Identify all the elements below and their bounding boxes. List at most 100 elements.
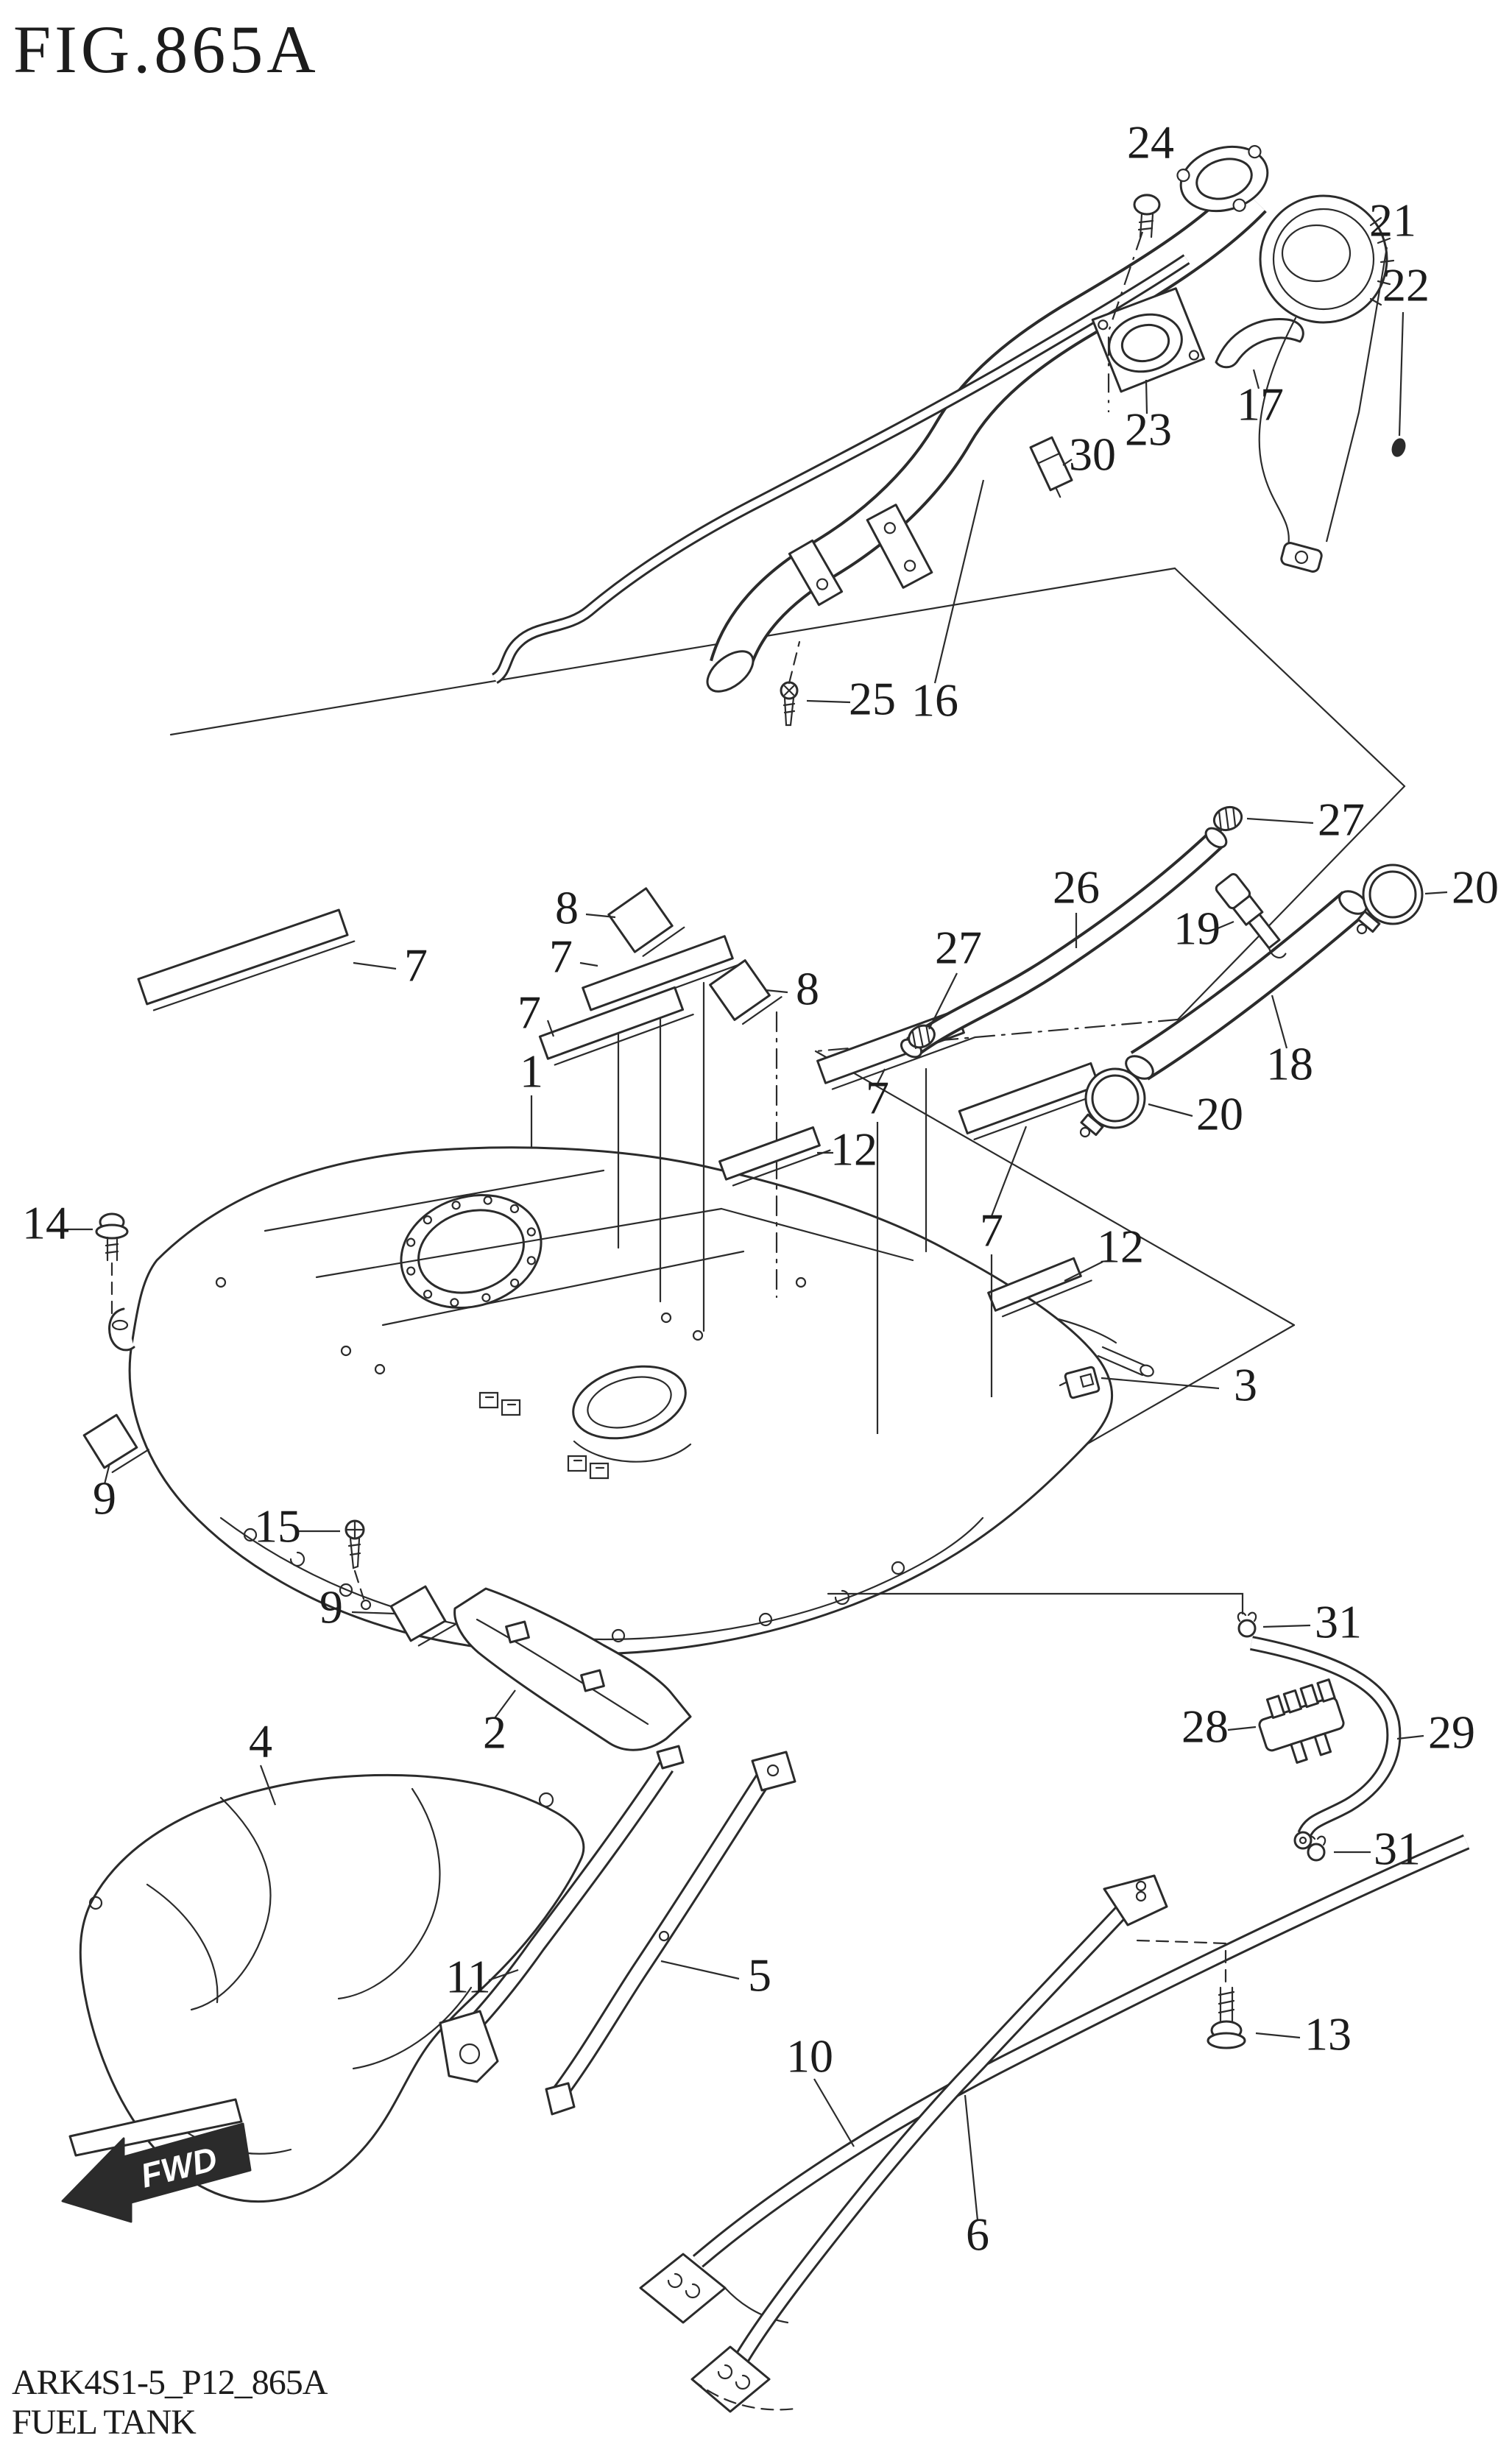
screw-15 [345,1519,372,1611]
leader-line-22-2 [1398,311,1405,437]
filler-neck-flange [1176,145,1269,213]
clip-31-upper [1237,1611,1257,1638]
part-label-19: 19 [1173,903,1220,955]
part-label-7: 7 [404,939,428,992]
leader-line-13-39 [1255,2032,1301,2039]
part-label-29: 29 [1428,1706,1475,1759]
fuel-cap-group [1258,194,1406,573]
part-label-16: 16 [911,674,958,727]
leader-line-23-4 [1145,379,1148,414]
part-label-7: 7 [549,930,573,983]
hose-29-end [1293,1831,1313,1850]
straps-group [439,1745,1470,2413]
fasteners [95,194,1161,1611]
leader-line-7-23 [990,1126,1028,1217]
part-label-4: 4 [249,1715,272,1767]
part-label-22: 22 [1382,259,1430,311]
part-label-12: 12 [1097,1221,1144,1273]
leader-line-20-9 [1424,891,1448,895]
leader-line-9-27 [103,1463,111,1485]
leader-line-18-18 [1271,995,1288,1049]
part-label-27: 27 [1318,794,1365,846]
valve-19 [1215,873,1287,959]
part-label-6: 6 [966,2208,989,2261]
leader-line-24-0 [1107,231,1144,412]
leader-line-8-10 [585,913,616,919]
leader-line-7-17 [546,1020,555,1037]
clip-3 [1059,1366,1101,1399]
part-label-14: 14 [22,1197,69,1249]
pump-ring-opening [400,1194,543,1309]
leader-line-3-26 [1101,1377,1220,1390]
part-label-9: 9 [93,1472,116,1525]
leader-line-16-7 [933,479,985,684]
ring-retainer-23 [1091,287,1206,393]
part-label-15: 15 [254,1500,301,1553]
part-label-24: 24 [1127,116,1174,169]
part-label-28: 28 [1181,1700,1229,1753]
clamp-27-lower [908,1024,936,1049]
part-label-20: 20 [1452,861,1499,914]
part-label-5: 5 [748,1949,771,2002]
ring-clamp-20-left [1079,1067,1146,1138]
bolt-14 [95,1212,129,1316]
leader-line-12-24 [1064,1261,1103,1282]
cap-tether [1258,317,1297,548]
part-label-8: 8 [796,963,819,1015]
leader-line-7-19 [877,1068,886,1084]
ring-clamp-20-right [1356,863,1424,935]
part-label-1: 1 [520,1045,543,1098]
part-label-7: 7 [980,1204,1003,1257]
leader-line-4-34 [259,1765,277,1806]
part-label-3: 3 [1234,1359,1257,1411]
part-label-11: 11 [445,1951,491,2003]
part-label-7: 7 [517,986,541,1039]
hoses-group [900,805,1424,1862]
part-label-27: 27 [935,922,982,974]
leader-line-31-30 [1262,1624,1311,1628]
part-label-20: 20 [1196,1088,1243,1140]
part-label-8: 8 [555,882,579,934]
part-label-30: 30 [1069,428,1116,481]
leader-line-10-38 [813,2078,855,2147]
leader-line-5-37 [660,1960,740,1980]
leader-line-19-12 [1215,920,1234,930]
part-label-31: 31 [1374,1823,1421,1875]
figure-title: FIG.865A [13,12,319,87]
leader-line-11-36 [488,1968,519,1982]
filler-pipe-open-end [706,650,755,693]
leader-line-21-1 [1325,247,1388,543]
part-label-12: 12 [830,1123,877,1176]
footer-name: FUEL TANK [12,2403,197,2442]
leader-line-8-13 [765,989,788,994]
part-label-13: 13 [1304,2008,1352,2060]
leader-line-25-6 [806,699,851,704]
filler-neck-group [491,145,1269,693]
part-label-17: 17 [1237,378,1284,431]
leader-line-20-22 [1148,1103,1193,1117]
part-label-25: 25 [849,673,896,725]
screw-25 [780,640,801,727]
protector-2 [453,1587,692,1751]
leader-line-17-3 [1252,369,1260,389]
part-label-7: 7 [866,1072,889,1124]
leader-line-30-5 [1062,459,1073,466]
part-label-31: 31 [1315,1596,1362,1648]
leader-line-27-16 [928,972,958,1030]
cap-rib-lines [1369,216,1395,306]
footer-code: ARK4S1-5_P12_865A [12,2363,328,2402]
fwd-arrow: FWD [61,2098,252,2223]
shield-17 [1215,318,1304,369]
part-label-26: 26 [1053,861,1100,914]
part-label-2: 2 [483,1706,506,1759]
part-label-21: 21 [1369,194,1416,247]
leader-line-7-15 [579,961,598,967]
leader-line-27-8 [1246,817,1314,824]
leader-line-2-31 [494,1689,516,1719]
clamp-28 [1258,1678,1345,1764]
pin-22 [1391,438,1406,457]
leader-line-6-40 [964,2094,979,2221]
